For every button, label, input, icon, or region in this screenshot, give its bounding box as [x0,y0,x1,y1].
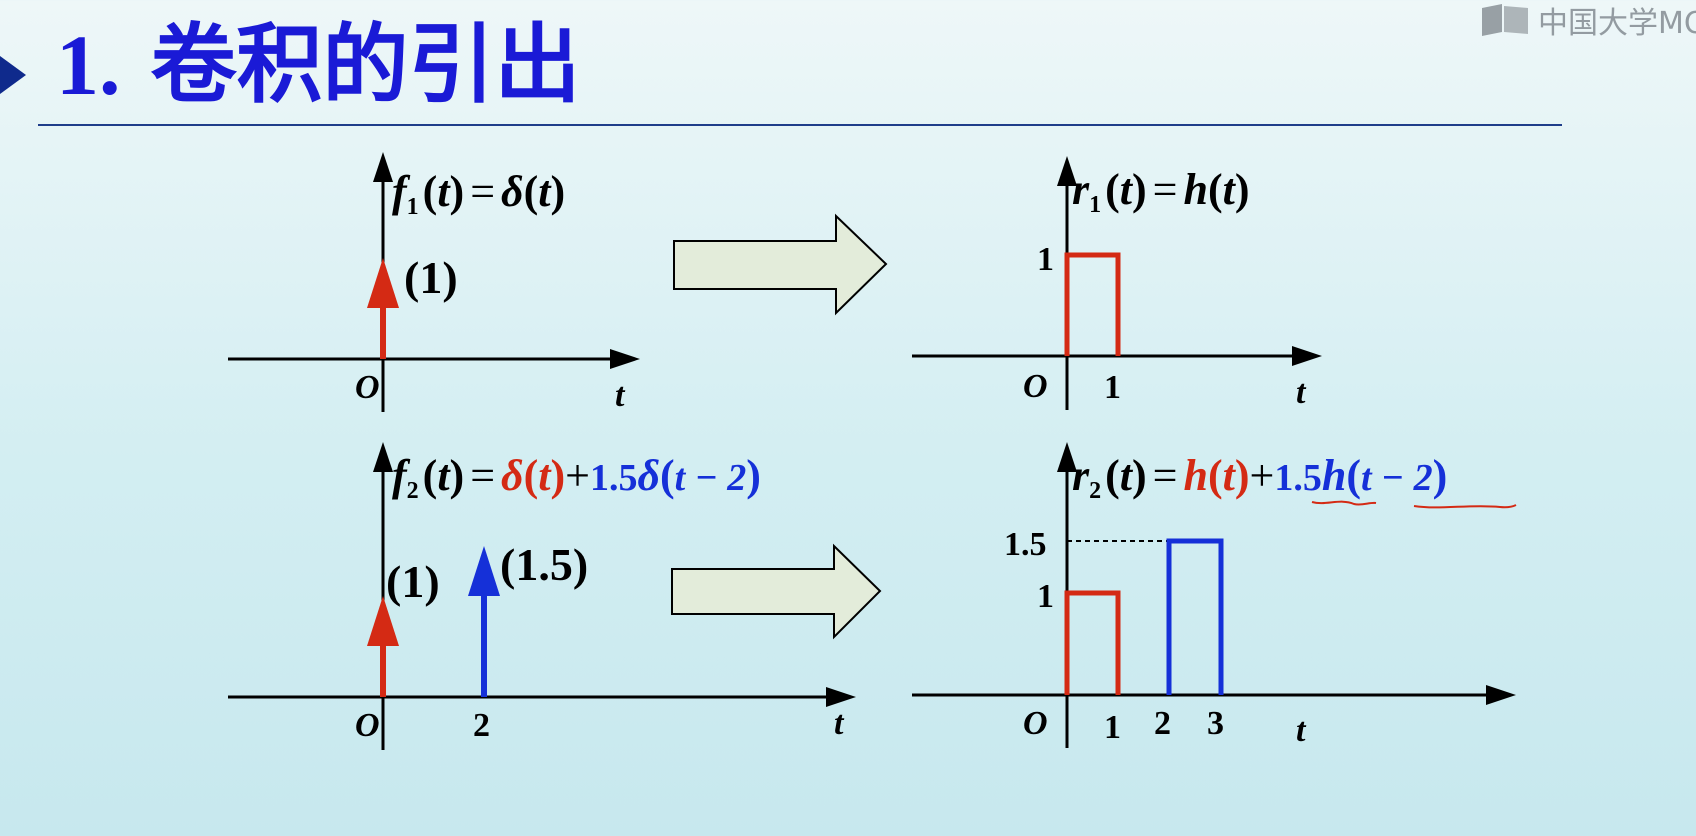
impulse-weight-label: (1) [404,252,458,303]
equation-f2: f2(t)=δ(t)+1.5δ(t − 2) [392,451,761,504]
t-axis-arrowhead [826,687,856,707]
title-number: 1. [56,17,121,113]
tick-label-2: 2 [473,707,490,744]
equation-r2: r2(t)=h(t)+1.5h(t − 2) [1072,451,1447,504]
origin-label: O [355,369,380,406]
t-axis-arrowhead [1486,685,1516,705]
slide-title: 1. 卷积的引出 [56,18,580,113]
handwritten-underline-arg [1413,504,1517,509]
t-axis-label: t [1296,374,1307,411]
unit-impulse-arrowhead [367,596,399,646]
panel-output-2: 1.5 1 O 1 2 3 t r2(t)=h(t)+1.5h(t − 2) [912,442,1517,749]
equation-f1: f1(t)=δ(t) [392,167,565,220]
y-axis-arrowhead [1057,442,1077,472]
rect-pulse-scaled-h [1166,538,1224,695]
y-axis-arrowhead [373,152,393,182]
rect-pulse-h [1064,590,1121,695]
tick-label-1: 1 [1104,369,1121,406]
watermark-text: 中国大学MO [1538,6,1696,41]
book-logo-icon [1482,4,1528,36]
scaled-impulse-arrowhead [468,546,500,596]
impulse-weight-label-scaled: (1.5) [500,539,588,590]
tick-label-1-5: 1.5 [1004,526,1047,563]
handwritten-underline-coef [1311,500,1377,506]
title-underline [38,124,1562,126]
t-axis-label: t [834,705,845,742]
title-bullet-icon [0,56,26,94]
tick-label-1: 1 [1037,241,1054,278]
y-axis-arrowhead [373,442,393,472]
watermark: 中国大学MO [1480,2,1696,41]
system-arrow-1 [673,213,888,316]
origin-label: O [355,707,380,744]
unit-impulse-arrowhead [367,258,399,308]
panel-output-1: 1 O 1 t r1(t)=h(t) [912,156,1322,411]
equation-r1: r1(t)=h(t) [1072,165,1250,218]
t-axis-arrowhead [610,349,640,369]
impulse-weight-label: (1) [386,556,440,607]
tick-label-2: 2 [1154,705,1171,742]
t-axis-label: t [1296,712,1307,749]
tick-label-1: 1 [1104,709,1121,746]
origin-label: O [1023,705,1048,742]
panel-input-1: O t (1) f1(t)=δ(t) [228,152,640,414]
origin-label: O [1023,368,1048,405]
system-arrow-2 [671,543,882,640]
t-axis-label: t [615,377,626,414]
tick-label-1: 1 [1037,578,1054,615]
tick-label-3: 3 [1207,705,1224,742]
y-axis-arrowhead [1057,156,1077,186]
panel-input-2: O 2 t (1) (1.5) f2(t)=δ(t)+1.5δ(t − 2) [228,442,856,750]
title-text: 卷积的引出 [150,15,581,115]
t-axis-arrowhead [1292,346,1322,366]
rect-pulse-h [1064,252,1121,356]
